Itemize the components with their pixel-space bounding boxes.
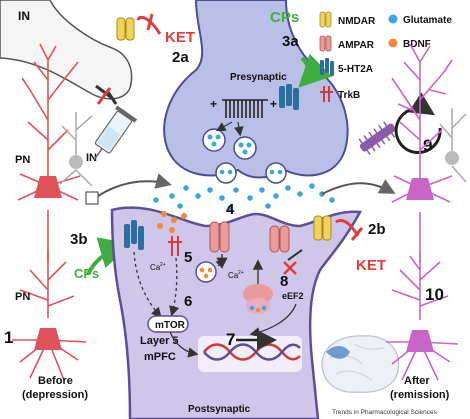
step-3a-label: 3a [282,33,299,50]
syringe-icon [93,105,138,161]
legend-item-glutamate: Glutamate [388,14,452,26]
legend-item-bdnf: BDNF [388,38,431,50]
ket-inhibition-bar-top [146,13,154,31]
svg-text:2+: 2+ [238,270,244,276]
trkb-receptor [168,236,182,256]
step-2b-label: 2b [368,221,386,238]
ket-label-top: KET [165,29,195,46]
soma-upper-left [34,176,62,198]
before-label: Before [38,375,73,387]
channel-coil [222,99,268,118]
pn-label-lower: PN [15,291,30,303]
legend-item-nmdar: NMDAR [319,11,376,28]
interneuron-left [59,112,93,187]
bdnf-dots [157,211,187,233]
ribosome-icon [243,284,273,314]
interneuron-right [439,108,467,183]
soma-lower-right [406,330,434,352]
pn-label-upper: PN [15,154,30,166]
interneuron-soma-right [445,151,459,165]
svg-text:mTOR: mTOR [155,320,186,331]
zoom-box [85,191,99,205]
nmdar-icon [116,17,135,41]
dna-transcription [198,330,302,372]
step-10-label: 10 [425,285,444,304]
5ht2a-receptor-postsynaptic [124,220,144,250]
cycle-arrow-icon [394,92,442,154]
calcium-label-left: Ca [150,263,161,272]
step-4-label: 4 [226,201,235,218]
presynaptic-label: Presynaptic [230,72,287,83]
nmdar-postsynaptic [313,215,332,241]
interneuron-terminal [0,0,133,100]
eef2-label: eEF2 [282,291,304,301]
mtor-node: mTOR [147,315,189,333]
legend-item-5ht2a: 5-HT2A [320,58,373,76]
green-arrow-3a [298,53,333,88]
glutamate-dots [153,183,335,211]
vesicle-group [202,128,287,184]
in-label-left: IN [86,152,97,164]
pyramidal-neuron-depressed [12,43,87,381]
svg-text:5-HT2A: 5-HT2A [338,64,373,75]
interneuron-label-top: IN [18,9,30,23]
synaptic-protein-icon [358,121,396,155]
ket-inhibition-arc-top [136,15,162,35]
ket-label-right: KET [356,257,386,274]
svg-text:Glutamate: Glutamate [403,15,452,26]
step-8-label: 8 [280,273,288,290]
svg-text:2+: 2+ [160,262,166,268]
postsynaptic-neuron [110,206,363,419]
soma-lower-left [34,328,62,350]
step-2a-label: 2a [172,49,189,66]
soma-upper-right [406,178,434,200]
legend-item-trkb: TrkB [320,86,360,102]
region-label: mPFC [144,351,176,363]
zoom-arrow-left [97,173,172,197]
bdnf-vesicle [195,261,217,283]
pyramidal-neuron-remission [386,43,459,381]
before-subtitle: (depression) [22,389,88,401]
svg-text:+: + [210,97,217,111]
step-5-label: 5 [184,249,192,266]
after-label: After [404,375,430,387]
brain-icon [321,335,400,393]
calcium-label-mid: Ca [228,271,239,280]
postsynaptic-label: Postsynaptic [188,404,251,415]
interneuron-soma-left [69,155,83,169]
zoom-arrow-right [321,179,396,195]
svg-text:+: + [270,97,277,111]
step-1-label: 1 [4,328,13,347]
ket-inhibition-arc-right [335,219,360,237]
cross-mark-icon [96,87,112,105]
step-6-label: 6 [184,293,192,310]
ampar-receptors [209,221,290,253]
after-subtitle: (remission) [390,389,450,401]
svg-text:AMPAR: AMPAR [338,40,375,51]
legend-item-ampar: AMPAR [319,35,375,52]
svg-text:NMDAR: NMDAR [338,16,376,27]
legend: NMDAR AMPAR 5-HT2A Glutamate BDNF TrkB [319,11,452,102]
5ht2a-receptor-presynaptic [279,84,299,110]
step-3b-label: 3b [70,231,88,248]
cps-label-top: CPs [270,9,299,26]
journal-credit: Trends in Pharmacological Sciences [332,409,438,416]
step-9-label: 9 [423,136,432,155]
svg-text:TrkB: TrkB [338,90,360,101]
dashed-arrow-trkb [169,257,180,317]
step-7-label: 7 [226,330,235,349]
svg-text:BDNF: BDNF [403,39,431,50]
dashed-arrow-5ht2a [133,251,162,318]
layer-label: Layer 5 [140,335,179,347]
cps-label-left: CPs [74,266,99,281]
